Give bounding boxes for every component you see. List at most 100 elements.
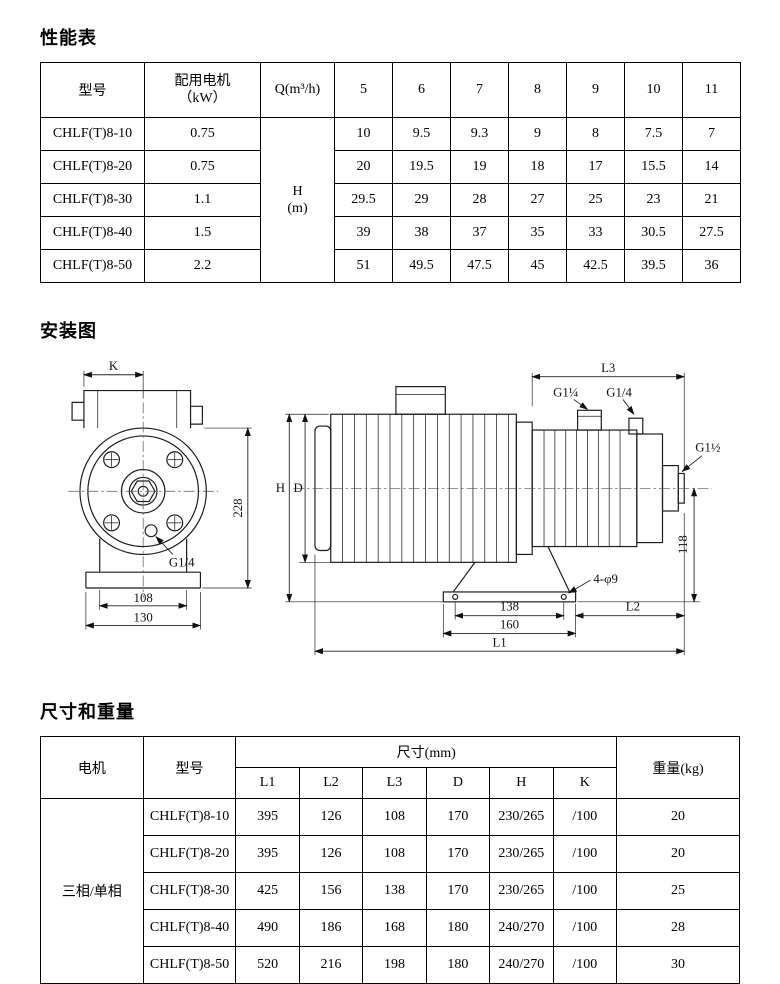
head-value-cell: 21: [682, 183, 741, 217]
dims-row: CHLF(T)8-50 520 216 198 180 240/270 /100…: [41, 946, 740, 984]
head-value-cell: 19: [450, 150, 509, 184]
power-cell: 1.1: [144, 183, 261, 217]
head-value-cell: 17: [566, 150, 625, 184]
size-cell: 395: [235, 835, 300, 873]
model-cell: CHLF(T)8-50: [142, 946, 237, 984]
pump-side-view: [314, 386, 685, 603]
motor-type-cell: 三相/单相: [40, 798, 144, 984]
dim-label-130: 130: [134, 611, 153, 625]
size-cell: 230/265: [489, 798, 554, 836]
pump-technical-drawing: K 228 G1/4 108 130: [68, 359, 721, 656]
size-cell: 490: [235, 909, 300, 947]
perf-header-motor: 配用电机 （kW）: [144, 62, 261, 118]
head-value-cell: 19.5: [392, 150, 451, 184]
head-value-cell: 39.5: [624, 249, 683, 283]
size-cell: 230/265: [489, 835, 554, 873]
dims-row: 三相/单相 CHLF(T)8-10 395 126 108 170 230/26…: [40, 798, 740, 984]
head-value-cell: 15.5: [624, 150, 683, 184]
size-cell: /100: [552, 909, 618, 947]
size-cell: 168: [362, 909, 427, 947]
head-value-cell: 42.5: [566, 249, 625, 283]
size-cell: 156: [298, 872, 364, 910]
dims-header-col: L3: [362, 767, 427, 799]
dim-label-holes: 4-φ9: [593, 572, 618, 586]
head-value-cell: 39: [334, 216, 393, 250]
size-cell: 126: [298, 798, 364, 836]
head-value-cell: 10: [334, 117, 393, 151]
dim-label-228: 228: [231, 498, 245, 517]
size-cell: 425: [235, 872, 300, 910]
dimensions-table: 电机 型号 尺寸(mm) 重量(kg) L1 L2 L3 D H K 三相/单相…: [40, 736, 740, 984]
size-cell: /100: [552, 872, 618, 910]
dims-header-weight: 重量(kg): [616, 736, 740, 799]
dim-label-G1half: G1½: [695, 441, 721, 455]
dim-label-H: H: [276, 481, 285, 495]
perf-header-flow-value: 7: [450, 62, 509, 118]
head-value-cell: 27: [508, 183, 567, 217]
perf-header-row: 型号 配用电机 （kW） Q(m³/h) 5 6 7 8 9 10 11: [40, 62, 741, 118]
dims-header-col: L2: [298, 767, 364, 799]
size-cell: 170: [425, 872, 491, 910]
weight-cell: 30: [616, 946, 740, 984]
model-cell: CHLF(T)8-40: [40, 216, 145, 250]
head-value-cell: 23: [624, 183, 683, 217]
head-value-cell: 7.5: [624, 117, 683, 151]
perf-header-flow-value: 9: [566, 62, 625, 118]
dim-label-G14-top: G1/4: [606, 385, 632, 399]
head-value-cell: 18: [508, 150, 567, 184]
head-value-cell: 9: [508, 117, 567, 151]
model-cell: CHLF(T)8-20: [142, 835, 237, 873]
perf-row: CHLF(T)8-10 0.75 H (m) 10 9.5 9.3 9 8 7.…: [40, 117, 741, 283]
head-value-cell: 37: [450, 216, 509, 250]
head-value-cell: 47.5: [450, 249, 509, 283]
dims-header-col: L1: [235, 767, 300, 799]
perf-header-flow-value: 5: [334, 62, 393, 118]
perf-header-flow-value: 10: [624, 62, 683, 118]
dims-header-row-1: 电机 型号 尺寸(mm) 重量(kg): [40, 736, 740, 799]
head-value-cell: 36: [682, 249, 741, 283]
leader-top-port-small: [622, 399, 635, 415]
leader-outlet-port: [681, 455, 703, 473]
dims-header-motor: 电机: [40, 736, 144, 799]
size-cell: 108: [362, 798, 427, 836]
head-value-cell: 9.5: [392, 117, 451, 151]
head-value-cell: 8: [566, 117, 625, 151]
performance-section-title: 性能表: [40, 28, 97, 48]
dims-header-col: K: [552, 767, 618, 799]
model-cell: CHLF(T)8-10: [142, 798, 237, 836]
size-cell: 138: [362, 872, 427, 910]
head-value-cell: 29: [392, 183, 451, 217]
head-value-cell: 29.5: [334, 183, 393, 217]
model-cell: CHLF(T)8-10: [40, 117, 145, 151]
size-cell: 198: [362, 946, 427, 984]
installation-diagram: K 228 G1/4 108 130: [40, 355, 740, 672]
size-cell: 240/270: [489, 946, 554, 984]
weight-cell: 20: [616, 798, 740, 836]
dims-header-model: 型号: [142, 736, 237, 799]
perf-row: CHLF(T)8-40 1.5 39 38 37 35 33 30.5 27.5: [40, 216, 741, 250]
model-cell: CHLF(T)8-50: [40, 249, 145, 283]
perf-header-model: 型号: [40, 62, 145, 118]
dims-row: CHLF(T)8-30 425 156 138 170 230/265 /100…: [41, 872, 740, 910]
dim-label-108: 108: [134, 591, 153, 605]
model-cell: CHLF(T)8-30: [142, 872, 237, 910]
head-value-cell: 14: [682, 150, 741, 184]
head-value-cell: 38: [392, 216, 451, 250]
weight-cell: 20: [616, 835, 740, 873]
perf-row: CHLF(T)8-20 0.75 20 19.5 19 18 17 15.5 1…: [40, 150, 741, 184]
head-value-cell: 9.3: [450, 117, 509, 151]
dim-label-D: D: [294, 481, 303, 495]
dim-label-K: K: [109, 359, 119, 373]
perf-row: CHLF(T)8-30 1.1 29.5 29 28 27 25 23 21: [40, 183, 741, 217]
size-cell: 520: [235, 946, 300, 984]
size-cell: 170: [425, 798, 491, 836]
dim-label-138: 138: [500, 600, 519, 614]
size-cell: /100: [552, 946, 618, 984]
power-cell: 1.5: [144, 216, 261, 250]
weight-cell: 28: [616, 909, 740, 947]
size-cell: 180: [425, 909, 491, 947]
dim-label-G14-front: G1/4: [169, 555, 195, 569]
head-value-cell: 35: [508, 216, 567, 250]
dim-label-118: 118: [676, 535, 690, 554]
